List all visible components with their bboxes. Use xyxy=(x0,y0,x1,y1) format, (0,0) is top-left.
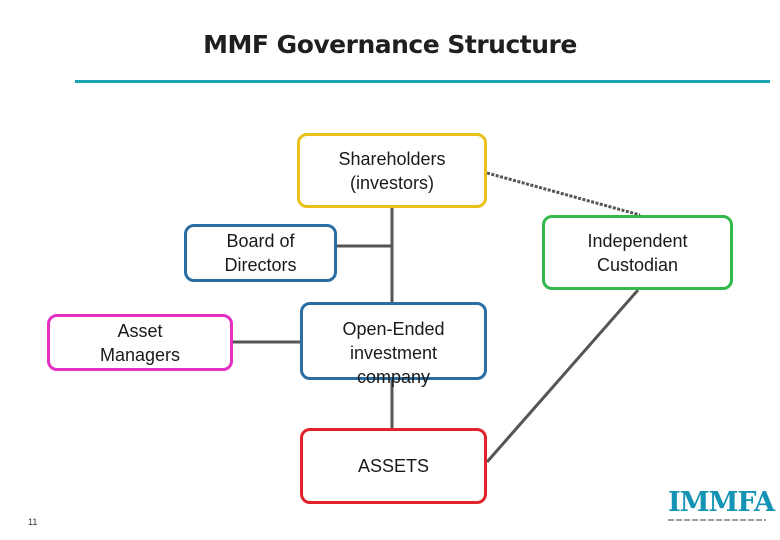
slide-number: 11 xyxy=(28,517,38,527)
immfa-logo-text: IMMFA xyxy=(668,487,775,518)
assets-label: ASSETS xyxy=(357,456,430,476)
logo-tagline-mark xyxy=(668,519,766,521)
investment-company-box: Open-Ended investment company xyxy=(300,302,487,387)
shareholders-custodian-connector xyxy=(486,171,641,217)
shareholders-box: Shareholders (investors) xyxy=(297,133,487,208)
title-underline xyxy=(75,80,770,83)
board-of-directors-box: Board of Directors xyxy=(184,224,337,282)
independent-custodian-label: Independent Custodian xyxy=(587,230,688,275)
investment-company-label: Open-Ended investment company xyxy=(342,319,445,387)
board-of-directors-label: Board of Directors xyxy=(224,231,297,275)
asset-managers-box: Asset Managers xyxy=(47,314,233,371)
asset-managers-label: Asset Managers xyxy=(99,320,181,365)
custodian-assets-connector xyxy=(485,289,640,463)
immfa-logo: IMMFA xyxy=(668,487,775,524)
slide-title: MMF Governance Structure xyxy=(203,30,577,59)
shareholders-label: Shareholders (investors) xyxy=(338,148,446,193)
assets-box: ASSETS xyxy=(300,428,487,504)
independent-custodian-box: Independent Custodian xyxy=(542,215,733,290)
